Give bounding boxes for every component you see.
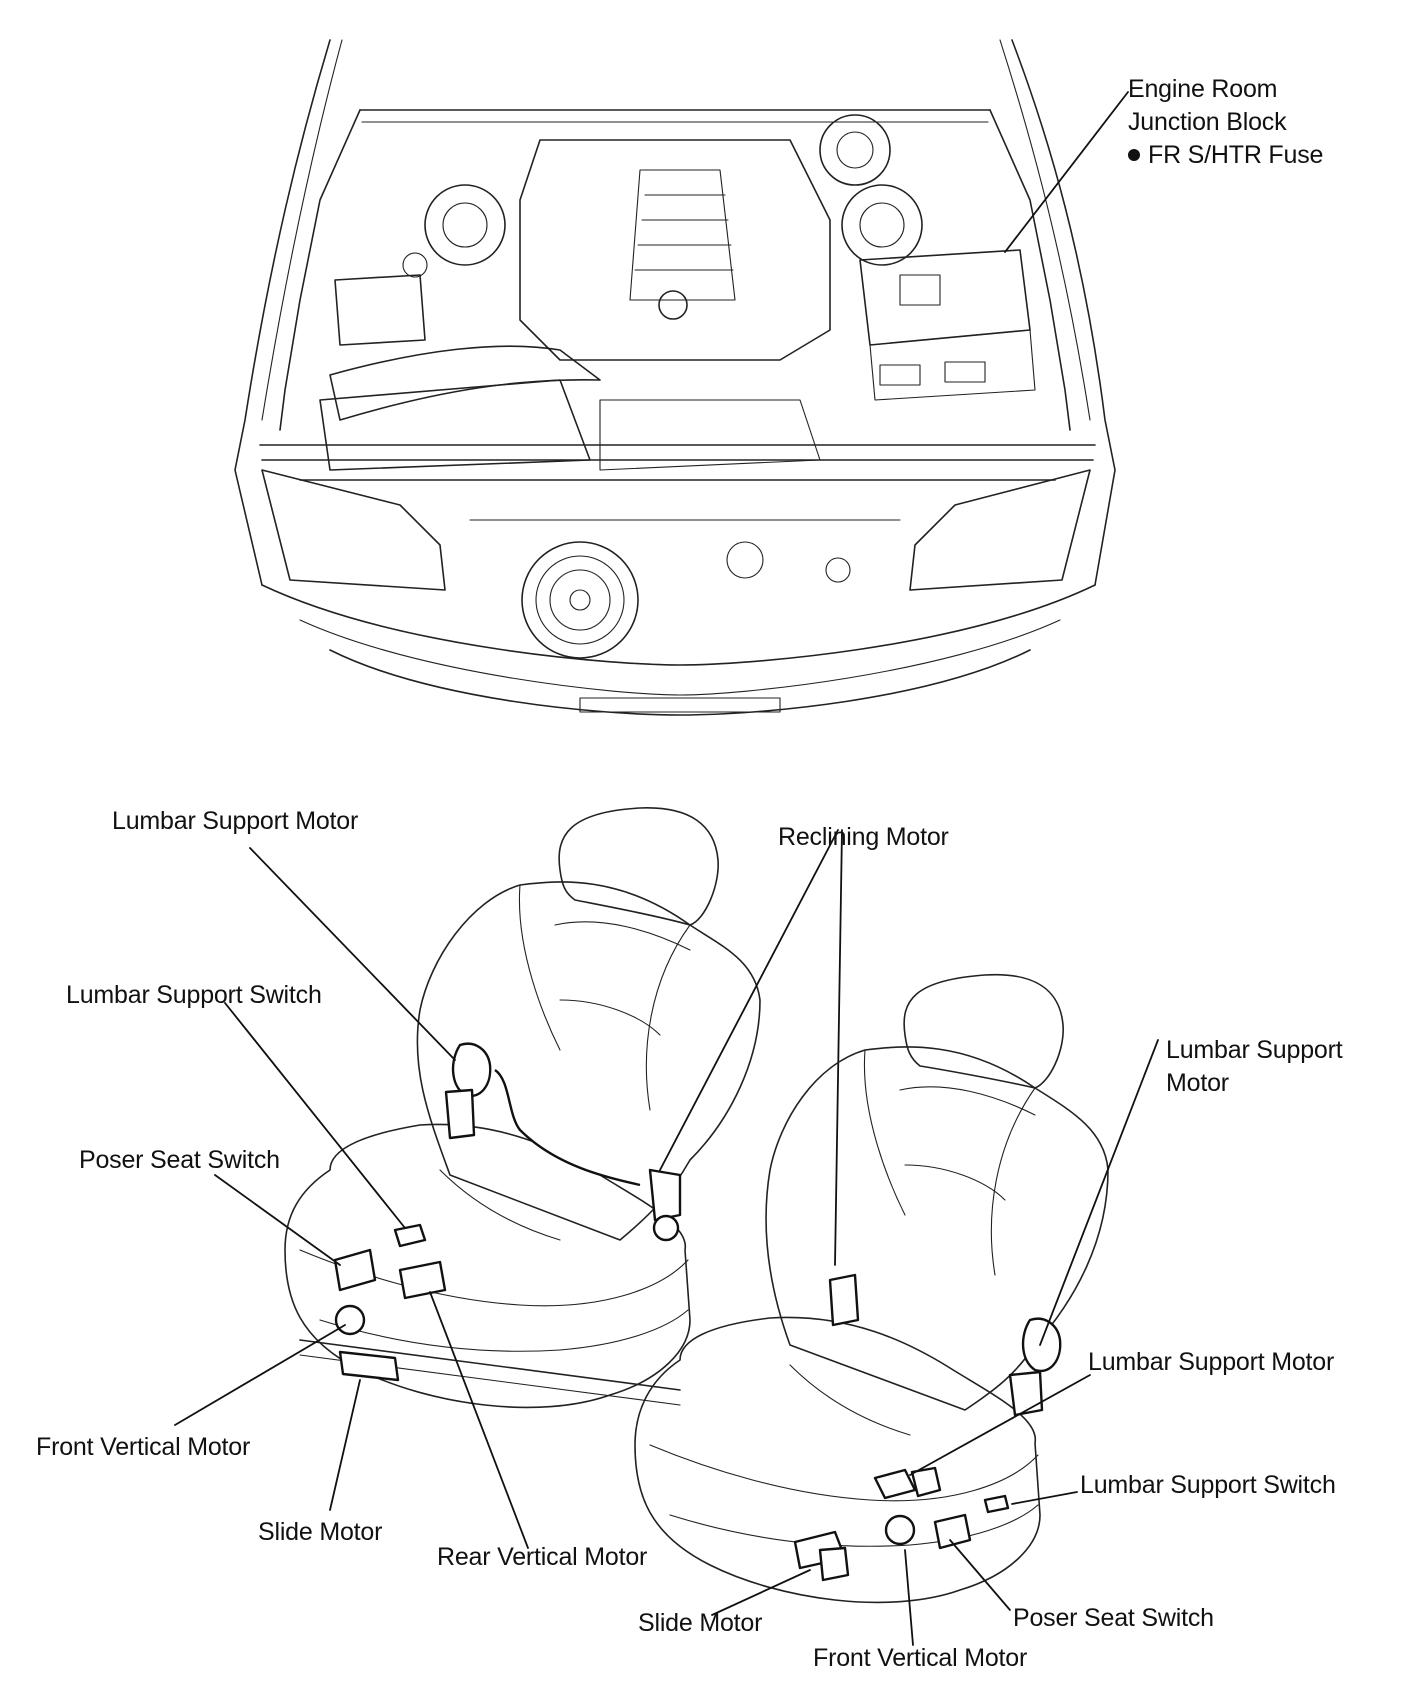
label-front-vertical-motor-left: Front Vertical Motor	[36, 1433, 251, 1461]
label-lumbar-support-switch-right: Lumbar Support Switch	[1080, 1471, 1336, 1499]
engine-bay-drawing	[234, 39, 1129, 716]
label-front-vertical-motor-right: Front Vertical Motor	[813, 1644, 1028, 1672]
label-power-seat-switch-left: Poser Seat Switch	[79, 1146, 280, 1174]
label-fr-shtr-fuse: FR S/HTR Fuse	[1148, 141, 1324, 169]
label-lumbar-support-switch-left: Lumbar Support Switch	[66, 981, 322, 1009]
bullet-icon	[1128, 149, 1140, 161]
label-lumbar-support-motor-left: Lumbar Support Motor	[112, 807, 359, 835]
label-power-seat-switch-right: Poser Seat Switch	[1013, 1604, 1214, 1632]
label-lumbar-support-motor-right-line2: Motor	[1166, 1069, 1229, 1097]
label-rear-vertical-motor: Rear Vertical Motor	[437, 1543, 648, 1571]
label-reclining-motor: Reclining Motor	[778, 823, 949, 851]
label-engine-room: Engine Room	[1128, 75, 1278, 103]
label-junction-block: Junction Block	[1128, 108, 1287, 136]
label-lumbar-support-motor-right-line1: Lumbar Support	[1166, 1036, 1343, 1064]
left-seat-drawing	[174, 807, 843, 1549]
label-lumbar-support-motor-right-lower: Lumbar Support Motor	[1088, 1348, 1335, 1376]
label-slide-motor-left: Slide Motor	[258, 1518, 383, 1546]
right-seat-drawing	[634, 973, 1159, 1646]
label-slide-motor-right: Slide Motor	[638, 1609, 763, 1637]
